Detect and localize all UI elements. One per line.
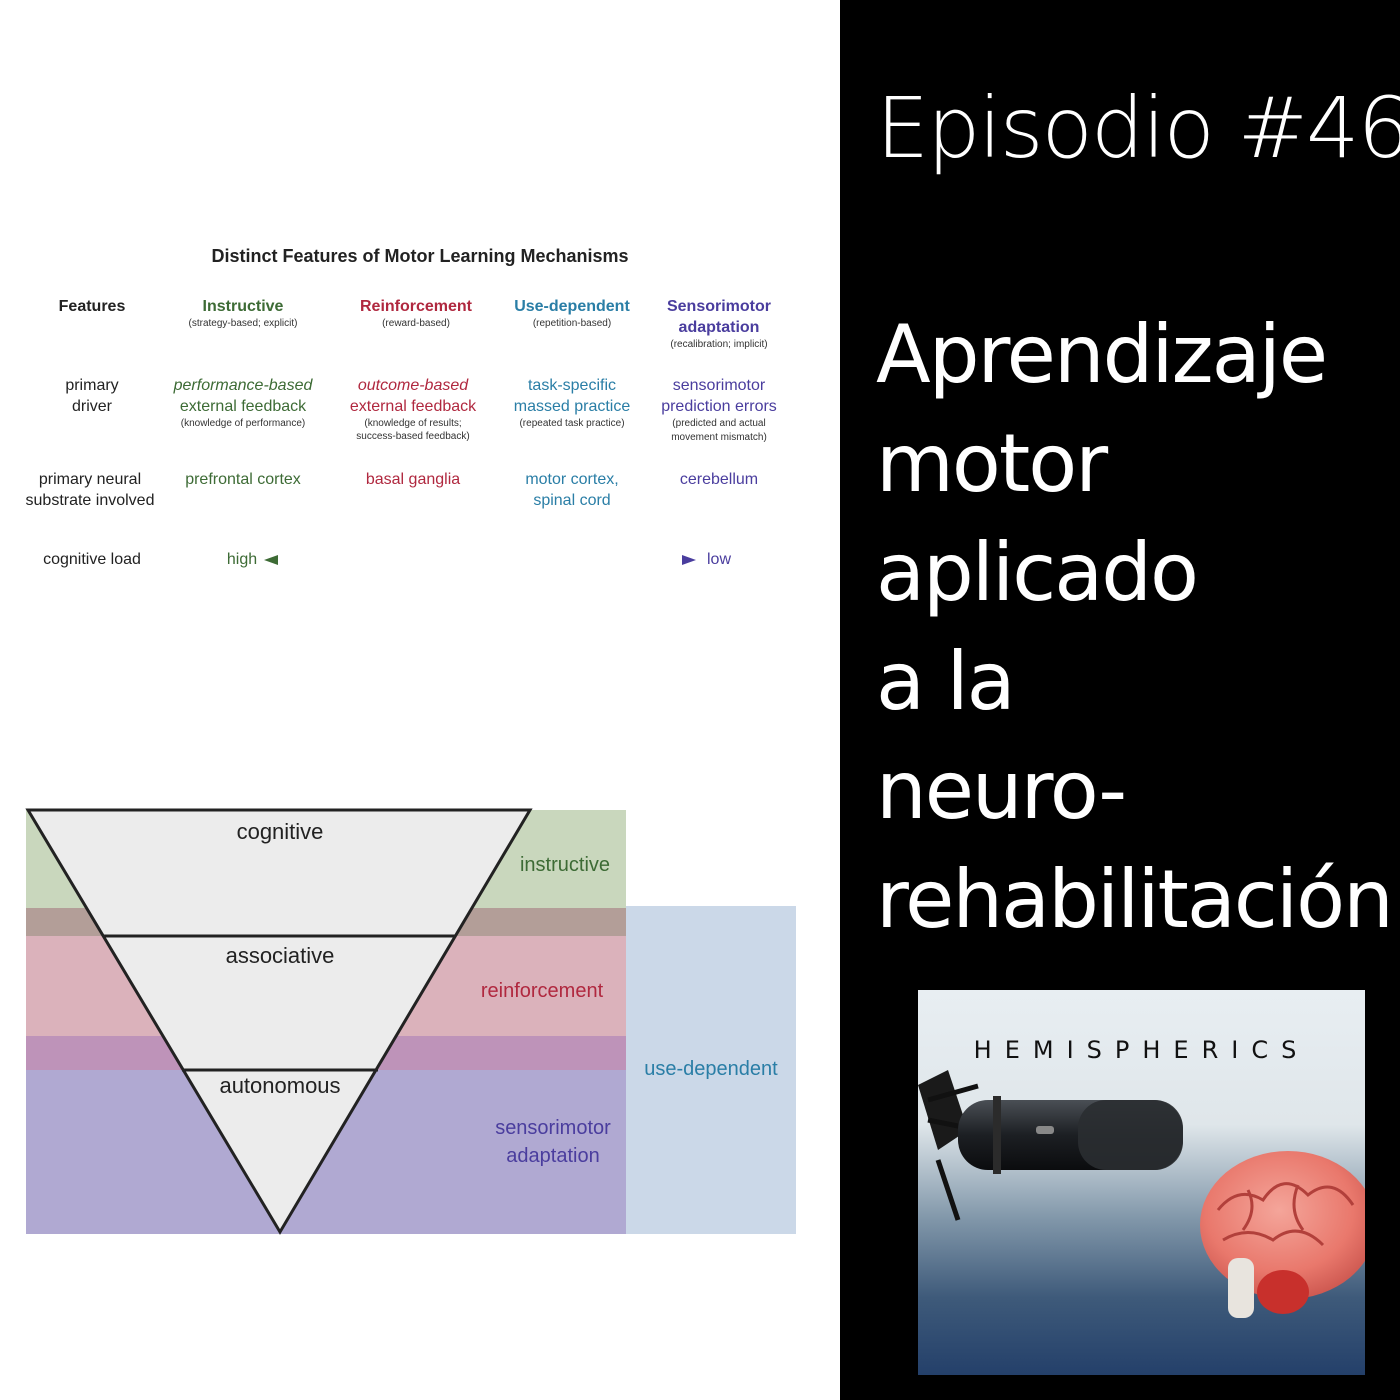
stages-triangle [25, 808, 533, 1235]
driver-reinforcement-2: external feedback [349, 398, 477, 415]
row-label-substrate-2: substrate involved [25, 492, 155, 509]
row-label-driver-1: primary [65, 377, 119, 394]
header-reinforcement-name: Reinforcement [359, 298, 473, 315]
header-use-dependent-name: Use-dependent [514, 298, 630, 315]
header-sensorimotor-name1: Sensorimotor [666, 298, 771, 315]
episode-line-4: a la [876, 635, 1016, 728]
episode-line-2: motor [876, 417, 1108, 510]
driver-instructive-sub: (knowledge of performance) [180, 418, 306, 429]
driver-sens-sub2: movement mismatch) [671, 432, 767, 443]
substrate-use-1: motor cortex, [525, 471, 619, 488]
row-label-cognitive-load: cognitive load [43, 551, 141, 568]
header-use-dependent-sub: (repetition-based) [532, 318, 612, 329]
driver-use-dependent: task-specific massed practice (repeated … [496, 375, 648, 431]
band-label-use-dependent: use-dependent [644, 1058, 778, 1080]
stage-autonomous: autonomous [219, 1073, 341, 1098]
band-label-sensorimotor: sensorimotor adaptation [470, 1114, 636, 1170]
driver-reinforcement: outcome-based external feedback (knowled… [330, 375, 496, 444]
microphone-icon [918, 1070, 1183, 1221]
cover-brand: HEMISPHERICS [973, 1036, 1310, 1064]
episode-line-5: neuro- [876, 744, 1127, 837]
episode-title: Episodio #46 [876, 79, 1400, 177]
driver-use-2: massed practice [513, 398, 631, 415]
load-high: high [226, 551, 258, 568]
row-label-substrate: primary neural substrate involved [10, 469, 170, 511]
driver-sens-1: sensorimotor [672, 377, 766, 394]
driver-sens-sub1: (predicted and actual [672, 418, 766, 429]
driver-reinforcement-sub2: success-based feedback) [356, 431, 470, 442]
header-instructive-sub: (strategy-based; explicit) [188, 318, 298, 329]
left-panel: Distinct Features of Motor Learning Mech… [10, 246, 796, 1235]
episode-line-3: aplicado [876, 526, 1199, 619]
band-label-sensorimotor-2: adaptation [506, 1145, 600, 1167]
row-label-driver: primary driver [22, 375, 162, 417]
header-sensorimotor-name2: adaptation [678, 319, 760, 336]
table-title: Distinct Features of Motor Learning Mech… [211, 246, 629, 266]
driver-sensorimotor: sensorimotor prediction errors (predicte… [646, 375, 792, 445]
episode-subtitle: Aprendizaje motor aplicado a la neuro- r… [876, 300, 1396, 954]
header-reinforcement-sub: (reward-based) [382, 318, 450, 329]
cognitive-load-arrow [264, 555, 696, 565]
row-label-substrate-1: primary neural [38, 471, 142, 488]
row-label-driver-2: driver [71, 398, 112, 415]
driver-instructive-2: external feedback [179, 398, 307, 415]
learning-stages-diagram [25, 808, 796, 1235]
stage-associative: associative [225, 943, 335, 968]
substrate-sensorimotor: cerebellum [679, 471, 759, 488]
driver-reinforcement-sub1: (knowledge of results; [364, 418, 462, 429]
substrate-use-2: spinal cord [533, 492, 611, 509]
brain-model-icon [1200, 1151, 1365, 1318]
driver-use-1: task-specific [527, 377, 617, 394]
header-sensorimotor-sub: (recalibration; implicit) [670, 339, 768, 350]
header-instructive: Instructive (strategy-based; explicit) [160, 296, 326, 331]
driver-sens-2: prediction errors [661, 398, 777, 415]
header-instructive-name: Instructive [202, 298, 284, 315]
substrate-reinforcement: basal ganglia [365, 471, 461, 488]
header-features: Features [58, 298, 126, 315]
cover-illustration [918, 1070, 1365, 1318]
stage-cognitive: cognitive [236, 819, 324, 844]
band-label-reinforcement: reinforcement [480, 980, 604, 1002]
driver-reinforcement-1: outcome-based [357, 377, 469, 394]
band-label-sensorimotor-1: sensorimotor [495, 1117, 611, 1139]
substrate-use-dependent: motor cortex, spinal cord [496, 469, 648, 511]
podcast-cover-art: HEMISPHERICS [918, 990, 1365, 1375]
episode-line-6: rehabilitación [876, 853, 1394, 946]
header-use-dependent: Use-dependent (repetition-based) [496, 296, 648, 331]
driver-instructive: performance-based external feedback (kno… [150, 375, 336, 431]
substrate-instructive: prefrontal cortex [185, 471, 301, 488]
load-low: low [706, 551, 731, 568]
band-use-dependent [626, 906, 796, 1234]
driver-use-sub: (repeated task practice) [519, 418, 625, 429]
driver-instructive-1: performance-based [173, 377, 313, 394]
header-reinforcement: Reinforcement (reward-based) [332, 296, 500, 331]
episode-line-1: Aprendizaje [876, 308, 1328, 401]
header-sensorimotor: Sensorimotor adaptation (recalibration; … [646, 296, 792, 352]
band-label-instructive: instructive [519, 854, 611, 876]
